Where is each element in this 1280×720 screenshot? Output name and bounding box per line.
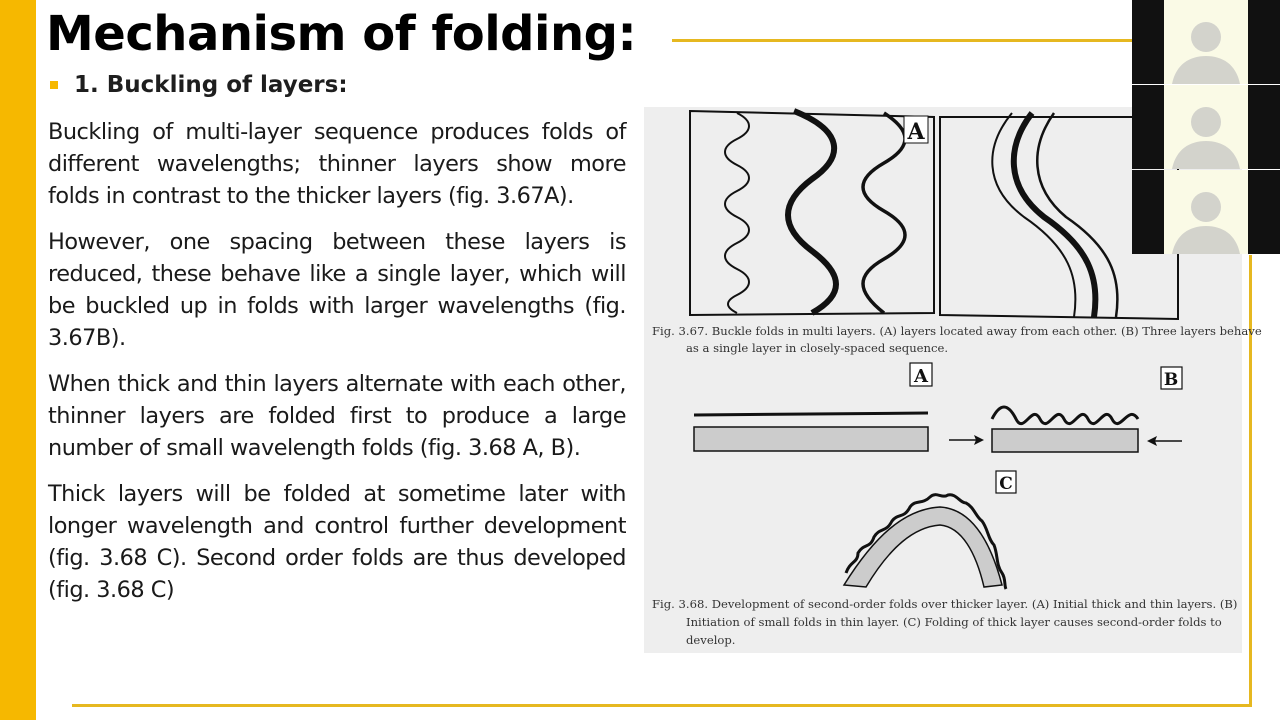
fig367b-layer-1 [991, 112, 1077, 318]
title-underline-rule [672, 39, 1142, 42]
fig368b-folded-thin-layer [990, 405, 1140, 426]
fig368a-thin-layer [693, 411, 929, 417]
participant-tile[interactable] [1132, 0, 1280, 84]
fig368b-label-box [1160, 366, 1183, 390]
slide-title: Mechanism of folding: [46, 6, 637, 62]
fig367b-box [939, 116, 1179, 321]
fig367a-medium-layer [861, 111, 907, 315]
fig368-caption-line2: Initiation of small folds in thin layer.… [686, 615, 1222, 629]
participant-tile[interactable] [1132, 85, 1280, 169]
participant-tile[interactable] [1132, 170, 1280, 254]
fig368c-second-order-folds [844, 493, 1008, 590]
fig368c-folded-thick-layer [842, 506, 1003, 588]
fig367b-layer-2 [1010, 111, 1099, 318]
person-silhouette-icon [1172, 107, 1240, 169]
paragraph: Buckling of multi-layer sequence produce… [48, 119, 627, 209]
body-text: Buckling of multi-layer sequence produce… [48, 116, 627, 620]
fig368a-thick-layer [693, 426, 929, 452]
fig367a-thick-layer [785, 108, 839, 316]
fig367b-layer-3 [1036, 112, 1119, 318]
fig368a-label-box [909, 362, 933, 387]
fig367a-label: A [906, 119, 925, 145]
fig368c-label: C [999, 474, 1013, 494]
square-bullet-icon [50, 81, 58, 89]
arrow-left-icon [1147, 436, 1157, 446]
participant-panel [1132, 0, 1280, 255]
fig368b-thick-layer [991, 428, 1139, 453]
fig367-caption-line2: as a single layer in closely-spaced sequ… [686, 341, 949, 355]
paragraph: When thick and thin layers alternate wit… [48, 371, 627, 461]
person-silhouette-icon [1172, 192, 1240, 254]
fig368a-label: A [913, 366, 929, 387]
fig368c-label-box [995, 470, 1017, 494]
fig368-caption-line3: develop. [686, 633, 736, 647]
paragraph: Thick layers will be folded at sometime … [48, 481, 627, 603]
fig367a-thin-layer [724, 112, 750, 314]
person-silhouette-icon [1172, 22, 1240, 84]
paragraph: However, one spacing between these layer… [48, 229, 627, 351]
left-accent-bar [0, 0, 36, 720]
fig367a-label-box [903, 115, 929, 144]
subheading-text: 1. Buckling of layers: [74, 72, 348, 98]
fold-figures: A A B C [689, 108, 1183, 590]
fig368b-label: B [1164, 370, 1178, 390]
bottom-rule [72, 704, 1252, 707]
subheading: 1. Buckling of layers: [50, 72, 348, 98]
right-rule [1249, 255, 1252, 707]
arrow-right-icon [974, 435, 984, 445]
fig367-caption-line1: Fig. 3.67. Buckle folds in multi layers.… [652, 324, 1262, 338]
fig368-caption-line1: Fig. 3.68. Development of second-order f… [652, 597, 1238, 611]
fig367a-box [689, 109, 935, 317]
